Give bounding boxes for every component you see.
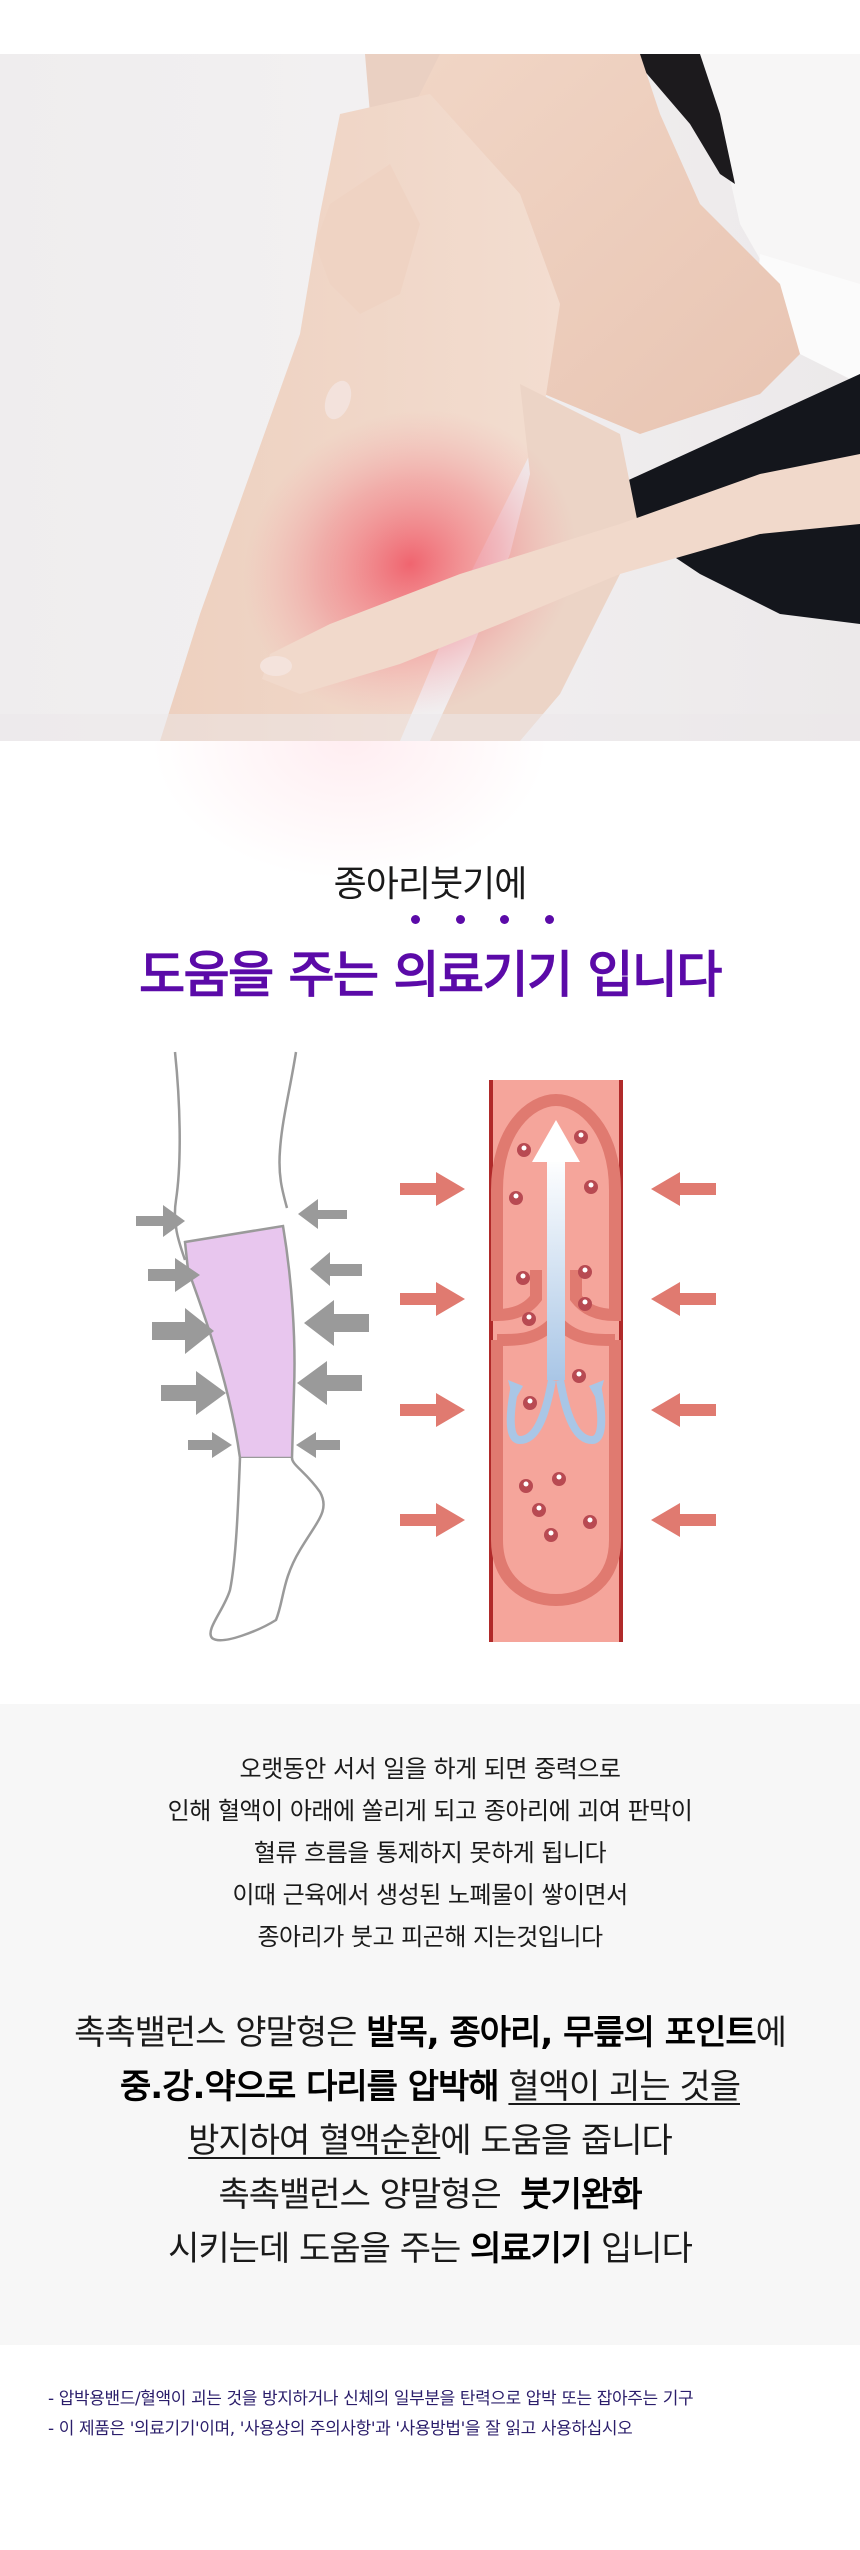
headline-title: 도움을 주는 의료기기 입니다 (0, 915, 860, 1007)
headline-subtitle: 종아리붓기에 (333, 864, 528, 905)
headline-emphasis-text: 의료기기 (393, 946, 573, 1004)
emphasis-dots (393, 915, 571, 925)
headline-part-2: 입니다 (571, 946, 722, 1004)
claim-line-5: 시키는데 도움을 주는 의료기기 입니다 (168, 2229, 693, 2269)
decorative-haze (150, 741, 550, 881)
paragraph-line: 혈류 흐름을 통제하지 못하게 됩니다 (253, 1839, 607, 1867)
diagram-svg (136, 1051, 716, 1642)
paragraph-line: 이때 근육에서 생성된 노폐물이 쌓이면서 (232, 1881, 628, 1909)
note-item: - 이 제품은 '의료기기'이며, '사용상의 주의사항'과 '사용방법'을 잘… (48, 2419, 633, 2439)
compression-arrows-red (400, 1172, 716, 1537)
calf-pain-photo-illustration (0, 54, 860, 741)
paragraph-line: 오랫동안 서서 일을 하게 되면 중력으로 (239, 1755, 621, 1783)
hero-photo (0, 54, 860, 741)
claim-line-2: 중.강.약으로 다리를 압박해 혈액이 괴는 것을 (120, 2067, 741, 2107)
headline-part-1: 도움을 주는 (139, 946, 394, 1004)
compression-arrows-gray (136, 1199, 369, 1458)
note-item: - 압박용밴드/혈액이 괴는 것을 방지하거나 신체의 일부분을 탄력으로 압박… (48, 2389, 694, 2409)
claim-line-4: 촉촉밸런스 양말형은 붓기완화 (218, 2175, 642, 2215)
compression-diagram (0, 1040, 860, 1670)
product-claim: 촉촉밸런스 양말형은 발목, 종아리, 무릎의 포인트에 중.강.약으로 다리를… (0, 2006, 860, 2276)
claim-line-3: 방지하여 혈액순환에 도움을 줍니다 (188, 2121, 673, 2161)
claim-line-1: 촉촉밸런스 양말형은 발목, 종아리, 무릎의 포인트에 (74, 2013, 787, 2053)
info-section: 오랫동안 서서 일을 하게 되면 중력으로 인해 혈액이 아래에 쏠리게 되고 … (0, 1704, 860, 2345)
headline-emphasis: 의료기기 (393, 915, 573, 1007)
regulatory-notes: - 압박용밴드/혈액이 괴는 것을 방지하거나 신체의 일부분을 탄력으로 압박… (48, 2384, 848, 2444)
paragraph-line: 인해 혈액이 아래에 쏠리게 되고 종아리에 괴여 판막이 (167, 1797, 693, 1825)
vein-icon (489, 1080, 623, 1642)
explanation-paragraph: 오랫동안 서서 일을 하게 되면 중력으로 인해 혈액이 아래에 쏠리게 되고 … (0, 1748, 860, 1958)
paragraph-line: 종아리가 붓고 피곤해 지는것입니다 (257, 1923, 603, 1951)
stocking-leg-icon (173, 1051, 325, 1642)
